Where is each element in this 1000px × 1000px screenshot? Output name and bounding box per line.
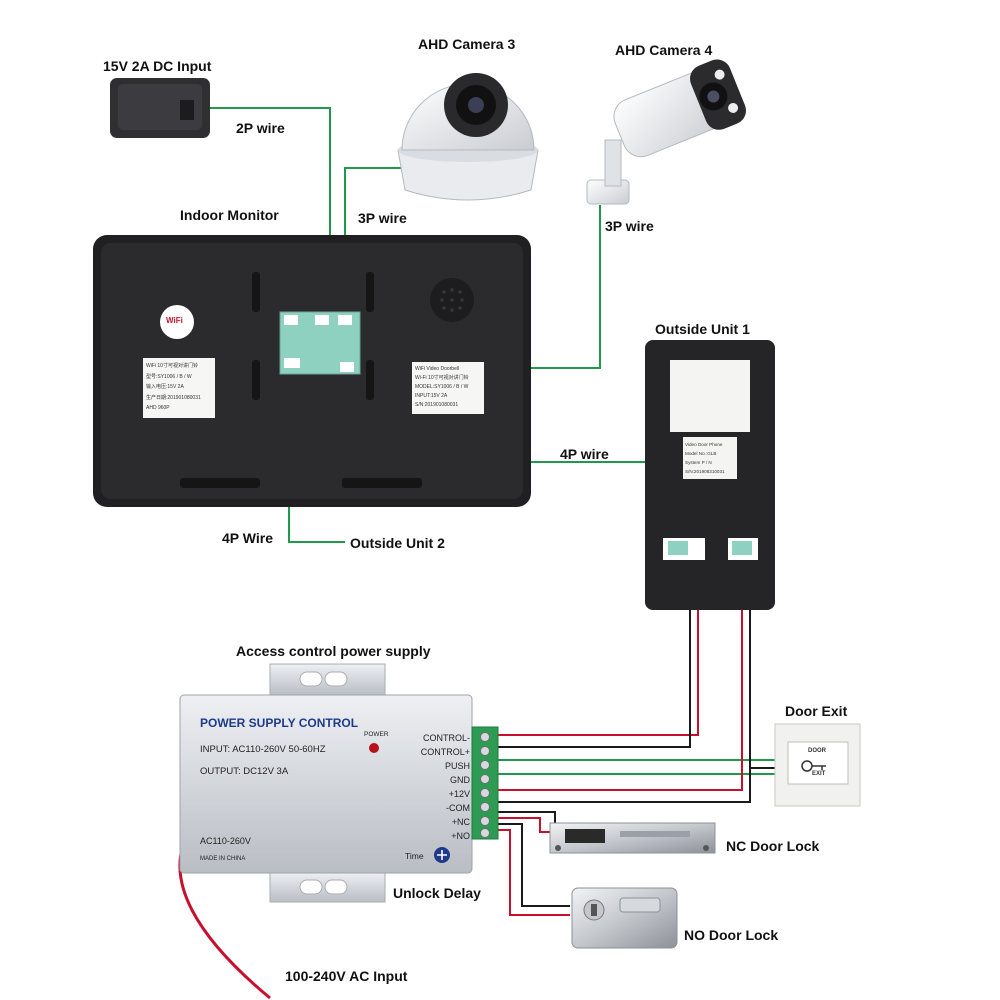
psu-ac-range: AC110-260V bbox=[200, 836, 251, 846]
no-electric-lock bbox=[571, 887, 678, 949]
monitor-sticker-right: WiFi Video Doorbell Wi-Fi 10寸可视对讲门铃 MODE… bbox=[415, 366, 469, 408]
monitor-sticker-left: WiFi 10寸可视对讲门铃 型号:SY1006 / B / W 输入电压:15… bbox=[146, 363, 201, 411]
power-supply-unit bbox=[179, 663, 499, 903]
psu-power-led-label: POWER bbox=[364, 731, 389, 738]
terminal-nc: +NC bbox=[451, 817, 470, 827]
outside-unit-1 bbox=[645, 340, 775, 610]
psu-title: POWER SUPPLY CONTROL bbox=[200, 716, 359, 730]
terminal-com: -COM bbox=[446, 803, 470, 813]
terminal-control-minus: CONTROL- bbox=[423, 733, 470, 743]
label-ac-input: 100-240V AC Input bbox=[285, 968, 408, 984]
black-wires bbox=[498, 558, 775, 907]
psu-time-label: Time bbox=[405, 851, 424, 861]
wire-no-lock-red bbox=[498, 829, 570, 916]
psu-input-spec: INPUT: AC110-260V 50-60HZ bbox=[200, 744, 326, 755]
wire-com-outside1 bbox=[498, 558, 751, 803]
wire-12v-outside1 bbox=[498, 558, 743, 791]
label-access-control-psu: Access control power supply bbox=[236, 643, 431, 659]
camera-3-dome bbox=[397, 73, 539, 201]
label-3p-wire-cam4: 3P wire bbox=[605, 218, 654, 234]
label-ahd-camera-3: AHD Camera 3 bbox=[418, 36, 516, 52]
terminal-12v: +12V bbox=[448, 789, 470, 799]
label-nc-door-lock: NC Door Lock bbox=[726, 838, 820, 854]
psu-terminal-labels: CONTROL- CONTROL+ PUSH GND +12V -COM +NC… bbox=[404, 731, 470, 843]
door-exit-button bbox=[774, 723, 861, 807]
psu-made-in: MADE IN CHINA bbox=[200, 856, 246, 862]
label-no-door-lock: NO Door Lock bbox=[684, 927, 779, 943]
terminal-control-plus: CONTROL+ bbox=[420, 747, 470, 757]
label-indoor-monitor: Indoor Monitor bbox=[180, 207, 279, 223]
nc-magnetic-lock bbox=[549, 822, 716, 854]
label-door-exit: Door Exit bbox=[785, 703, 848, 719]
label-ahd-camera-4: AHD Camera 4 bbox=[615, 42, 713, 58]
psu-output-spec: OUTPUT: DC12V 3A bbox=[200, 766, 289, 777]
door-exit-text-1: DOOR bbox=[808, 748, 826, 754]
indoor-monitor bbox=[93, 235, 531, 507]
label-2p-wire: 2P wire bbox=[236, 120, 285, 136]
monitor-wifi-badge: WiFi bbox=[166, 316, 183, 325]
terminal-no: +NO bbox=[451, 831, 470, 841]
label-4p-wire-unit2: 4P Wire bbox=[222, 530, 273, 546]
label-dc-input: 15V 2A DC Input bbox=[103, 58, 212, 74]
wire-nc-lock-red bbox=[498, 817, 555, 833]
wire-control-minus bbox=[498, 558, 699, 736]
camera-4-bullet bbox=[586, 59, 746, 205]
label-outside-unit-1: Outside Unit 1 bbox=[655, 321, 750, 337]
wire-no-lock-black bbox=[498, 823, 570, 907]
dc-adapter bbox=[110, 78, 210, 138]
wire-nc-lock-black bbox=[498, 811, 556, 826]
label-unlock-delay: Unlock Delay bbox=[393, 885, 481, 901]
terminal-gnd: GND bbox=[450, 775, 470, 785]
label-3p-wire-cam3: 3P wire bbox=[358, 210, 407, 226]
terminal-push: PUSH bbox=[444, 761, 470, 771]
wire-control-plus bbox=[498, 558, 691, 748]
outside-unit-sticker: Video Door Phone Model No.:GLB System P … bbox=[685, 442, 725, 474]
label-outside-unit-2: Outside Unit 2 bbox=[350, 535, 445, 551]
door-exit-text-2: EXIT bbox=[812, 771, 826, 777]
label-4p-wire: 4P wire bbox=[560, 446, 609, 462]
